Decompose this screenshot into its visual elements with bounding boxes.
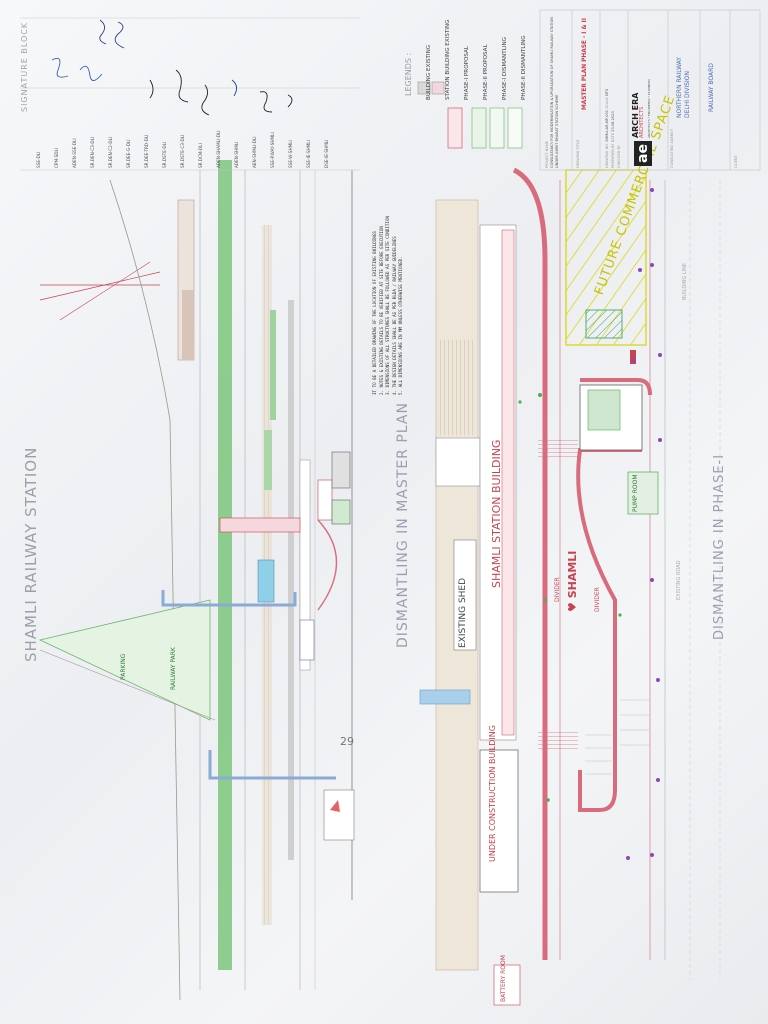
under-construction-label: UNDER CONSTRUCTION BUILDING	[488, 725, 497, 862]
battery-room-label: BATTERY ROOM	[500, 955, 507, 1002]
legend-swatches	[417, 81, 523, 149]
station-title: SHAMLI RAILWAY STATION	[22, 446, 40, 662]
signature-row: SR.DCM-DLI	[198, 143, 203, 168]
signature-row: AEN-SHMLI-DLI	[252, 136, 257, 168]
title-block-frame	[539, 9, 761, 171]
drawing-misc: 29	[330, 735, 354, 812]
firm-name-1: ARCH ERA	[631, 92, 640, 139]
signature-block-rows: SSE-DLI CPM-SDLI ADEN-SSE-DLI SR.DEN-C3-DLI…	[30, 18, 336, 168]
checked-by-label: CHECKED BY	[617, 145, 621, 168]
signature-row: SSE-P.WAY-SHMLI	[270, 132, 275, 168]
signature-row: SR.DSTE-DLI	[162, 141, 167, 168]
date-label: DATE	[611, 133, 615, 143]
client-name-1: NORTHERN RAILWAY	[676, 57, 683, 118]
legend-items: BUILDING EXISTING STATION BUILDING EXISTI…	[420, 0, 534, 100]
project-name: CONSULTANCY FOR MODERNISATION & UPGRADAT…	[549, 17, 559, 168]
client-board: RAILWAY BOARD	[708, 63, 715, 112]
scale-label: SCALE	[605, 97, 609, 109]
under-construction-text: UNDER CONSTRUCTION BUILDING	[488, 725, 497, 862]
existing-shed-label: EXISTING SHED	[458, 577, 468, 648]
signature-row: SSE-DLI	[36, 151, 41, 168]
phase1-label: DISMANTLING IN PHASE-I	[712, 453, 727, 640]
prepared-by-label: PREPARED BY	[611, 143, 615, 168]
signature-row: SR.DSTE-C3-DLI	[180, 134, 185, 168]
firm-name-2: ARCHITECTS	[639, 106, 645, 139]
signatures	[51, 19, 293, 116]
proposal-area	[419, 167, 721, 1006]
divider-label-2: DIVIDER	[594, 587, 601, 612]
signature-row: CPM-SDLI	[54, 147, 59, 168]
legend-item: BUILDING EXISTING	[426, 44, 432, 100]
signature-row: SR.DEE-TRD-DLI	[144, 134, 149, 168]
railway-park-label: RAILWAY PARK	[170, 647, 177, 690]
date: 23.08.2023	[611, 111, 615, 132]
legend-item: PHASE-I PROPOSAL	[464, 46, 470, 100]
scale: NTS	[605, 88, 609, 97]
note-line: 5. ALL DIMENSIONS ARE IN MM UNLESS OTHER…	[398, 256, 403, 395]
pin-number: 29	[340, 735, 354, 748]
signature-row: SR.DEN-C2-DLI	[108, 136, 113, 168]
drawing-no-label: DRAWING NO.	[605, 142, 609, 168]
drawing-meta: DRAWING NO. SHMLI-AR-MP-001 SCALE NTS PR…	[604, 89, 622, 168]
drawing-title-label: DRAWING TITLE	[576, 139, 580, 168]
master-plan-label: DISMANTLING IN MASTER PLAN	[395, 402, 411, 648]
client-block: NORTHERN RAILWAY DELHI DIVISION	[676, 57, 692, 118]
divider-label-1: DIVIDER	[554, 577, 561, 602]
title-block: PROJECT NAME CONSULTANCY FOR MODERNISATI…	[545, 10, 559, 168]
railway-yard	[38, 160, 355, 1001]
consulting-label: CONSULTING AGENCY	[670, 128, 674, 168]
legend-item: STATION BUILDING EXISTING	[445, 19, 451, 100]
building-line-label: BUILDING LINE	[682, 262, 688, 300]
drawing-title-block: DRAWING TITLE	[576, 140, 580, 168]
parking-label: PARKING	[120, 653, 127, 680]
signature-row: SSE-IE-SHMLI	[306, 140, 311, 168]
legend-item: PHASE-II DISMANTLING	[521, 35, 527, 100]
drawing-no: SHMLI-AR-MP-001	[605, 109, 609, 142]
signature-row: SR.DEN-C3-DLI	[90, 136, 95, 168]
general-notes: IT TO BE A DETAILED DRAWING OF THE LOCAT…	[372, 216, 405, 395]
drawing-title: MASTER PLAN PHASE - I & II	[582, 18, 588, 110]
legend-item: PHASE-I DISMANTLING	[502, 37, 508, 100]
note-line: 3. DIMENSIONS OF ALL STRUCTURES SHALL BE…	[385, 216, 390, 395]
legend-item: PHASE-II PROPOSAL	[483, 44, 489, 100]
signature-row: ADEN-SHMLI	[234, 141, 239, 168]
shamli-logo: ♥ SHAMLI	[566, 550, 579, 612]
note-line: IT TO BE A DETAILED DRAWING OF THE LOCAT…	[372, 231, 377, 395]
firm-initials: ae	[633, 141, 652, 166]
firm-line: ARCHITECTS * ENGINEERS * PLANNERS	[647, 79, 651, 139]
firm-logo: ae ARCH ERA ARCHITECTS ARCHITECTS * ENGI…	[631, 79, 653, 166]
signature-block-grid	[20, 17, 360, 171]
signature-row: SSE-W-SHMLI	[288, 140, 293, 168]
existing-road-label: EXISTING ROAD	[676, 560, 682, 600]
signature-row: DSE-IE-SHMLI	[324, 139, 329, 168]
signature-row: ADEN-SSE-DLI	[72, 138, 77, 168]
client-label: CLIENT	[734, 155, 738, 168]
signature-row: SR.DEE-G-DLI	[126, 139, 131, 168]
station-building-label: SHAMLI STATION BUILDING	[490, 439, 503, 588]
signature-block-title: SIGNATURE BLOCK	[20, 21, 29, 112]
pump-room-label: PUMP ROOM	[632, 474, 639, 512]
signature-row: ADEN-SHAMLI-DLI	[216, 130, 221, 168]
legend-title: LEGENDS :	[404, 52, 413, 96]
client-name-2: DELHI DIVISION	[684, 71, 691, 118]
